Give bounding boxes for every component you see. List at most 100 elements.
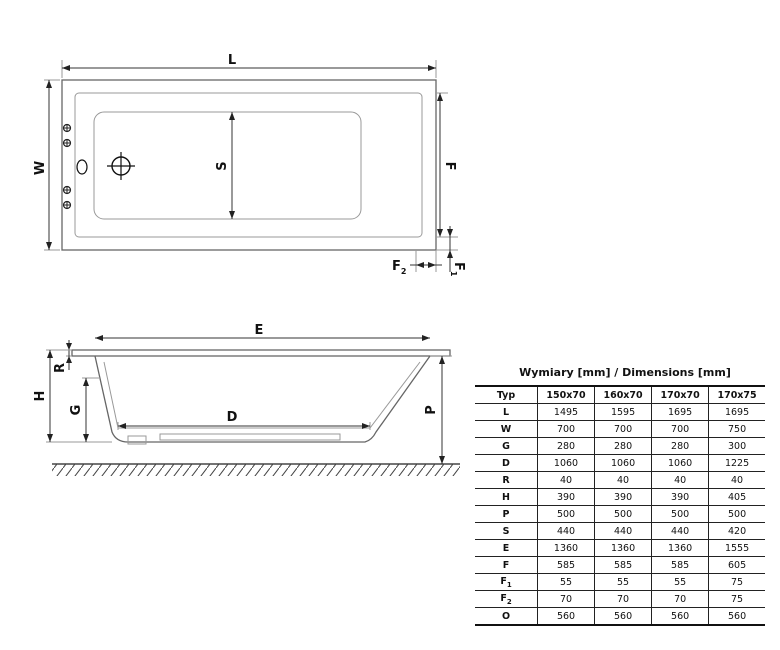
table-cell: 500 bbox=[708, 505, 765, 523]
row-label: W bbox=[475, 420, 538, 438]
table-cell: 1060 bbox=[651, 454, 709, 472]
table-cell: 440 bbox=[651, 522, 709, 540]
table-cell: 300 bbox=[708, 437, 765, 455]
row-label: O bbox=[475, 607, 538, 626]
label-G: G bbox=[69, 405, 84, 416]
table-cell: 1060 bbox=[594, 454, 652, 472]
table-cell: 70 bbox=[651, 590, 709, 608]
row-label: L bbox=[475, 403, 538, 421]
tub-rim bbox=[71, 349, 451, 357]
tub-outer-rim bbox=[61, 79, 437, 251]
table-cell: 700 bbox=[536, 420, 595, 438]
table-cell: 420 bbox=[708, 522, 765, 540]
table-cell: 700 bbox=[594, 420, 652, 438]
dimension-L: L bbox=[61, 53, 437, 78]
table-cell: 1695 bbox=[708, 403, 765, 421]
table-cell: 70 bbox=[536, 590, 595, 608]
tub-inner-line bbox=[103, 361, 421, 429]
table-cell: 585 bbox=[536, 556, 595, 574]
table-cell: 280 bbox=[536, 437, 595, 455]
row-label: G bbox=[475, 437, 538, 455]
label-F1: F1 bbox=[449, 262, 466, 277]
label-S: S bbox=[215, 161, 230, 170]
table-cell: 1060 bbox=[536, 454, 595, 472]
table-cell: 1595 bbox=[594, 403, 652, 421]
table-cell: 500 bbox=[651, 505, 709, 523]
row-label: H bbox=[475, 488, 538, 506]
table-cell: 750 bbox=[708, 420, 765, 438]
tub-basin bbox=[93, 111, 362, 220]
top-view: L W S F bbox=[33, 53, 466, 277]
dimension-D: D bbox=[117, 410, 371, 430]
table-cell: 280 bbox=[651, 437, 709, 455]
label-F2: F2 bbox=[392, 259, 406, 276]
dimension-R: R bbox=[53, 340, 72, 373]
label-W: W bbox=[33, 161, 48, 175]
table-cell: 500 bbox=[594, 505, 652, 523]
side-view: E R H G bbox=[33, 323, 460, 476]
dimension-H: H bbox=[33, 349, 112, 443]
overflow-icon bbox=[76, 159, 88, 175]
table-cell: 405 bbox=[708, 488, 765, 506]
table-cell: 390 bbox=[651, 488, 709, 506]
table-title: Wymiary [mm] / Dimensions [mm] bbox=[519, 366, 731, 379]
dimension-G: G bbox=[69, 377, 100, 442]
table-cell: 585 bbox=[594, 556, 652, 574]
floor-hatch bbox=[52, 464, 460, 476]
table-cell: 390 bbox=[536, 488, 595, 506]
dimension-W: W bbox=[33, 79, 60, 251]
table-cell: 1360 bbox=[594, 539, 652, 557]
table-cell: 390 bbox=[594, 488, 652, 506]
table-cell: 560 bbox=[536, 607, 595, 626]
table-cell: 55 bbox=[651, 573, 709, 591]
table-cell: 40 bbox=[594, 471, 652, 489]
label-R: R bbox=[53, 363, 68, 373]
dimension-S: S bbox=[215, 112, 235, 219]
row-label: R bbox=[475, 471, 538, 489]
table-header-size: 150x70 bbox=[536, 385, 595, 404]
table-header-size: 160x70 bbox=[594, 385, 652, 404]
table-cell: 560 bbox=[594, 607, 652, 626]
tub-body bbox=[94, 355, 431, 443]
hole-icon bbox=[62, 138, 72, 148]
row-label: E bbox=[475, 539, 538, 557]
table-cell: 560 bbox=[708, 607, 765, 626]
dimension-F: F bbox=[436, 92, 457, 237]
dimension-F1: F1 bbox=[436, 226, 466, 277]
label-L: L bbox=[228, 53, 236, 68]
hole-icon bbox=[62, 123, 72, 133]
table-cell: 280 bbox=[594, 437, 652, 455]
label-F: F bbox=[442, 162, 457, 171]
table-header-type: Typ bbox=[475, 385, 538, 404]
table-cell: 1360 bbox=[651, 539, 709, 557]
row-label: F1 bbox=[475, 573, 538, 591]
table-cell: 40 bbox=[651, 471, 709, 489]
table-cell: 1555 bbox=[708, 539, 765, 557]
table-cell: 1495 bbox=[536, 403, 595, 421]
label-D: D bbox=[227, 410, 238, 425]
table-cell: 55 bbox=[594, 573, 652, 591]
table-cell: 1225 bbox=[708, 454, 765, 472]
table-cell: 440 bbox=[536, 522, 595, 540]
dimension-F2: F2 bbox=[392, 250, 442, 276]
row-label: S bbox=[475, 522, 538, 540]
table-cell: 75 bbox=[708, 573, 765, 591]
table-header-size: 170x75 bbox=[708, 385, 765, 404]
table-cell: 605 bbox=[708, 556, 765, 574]
table-cell: 40 bbox=[536, 471, 595, 489]
tub-foot bbox=[127, 435, 147, 445]
row-label: P bbox=[475, 505, 538, 523]
table-cell: 440 bbox=[594, 522, 652, 540]
hole-icon bbox=[62, 185, 72, 195]
